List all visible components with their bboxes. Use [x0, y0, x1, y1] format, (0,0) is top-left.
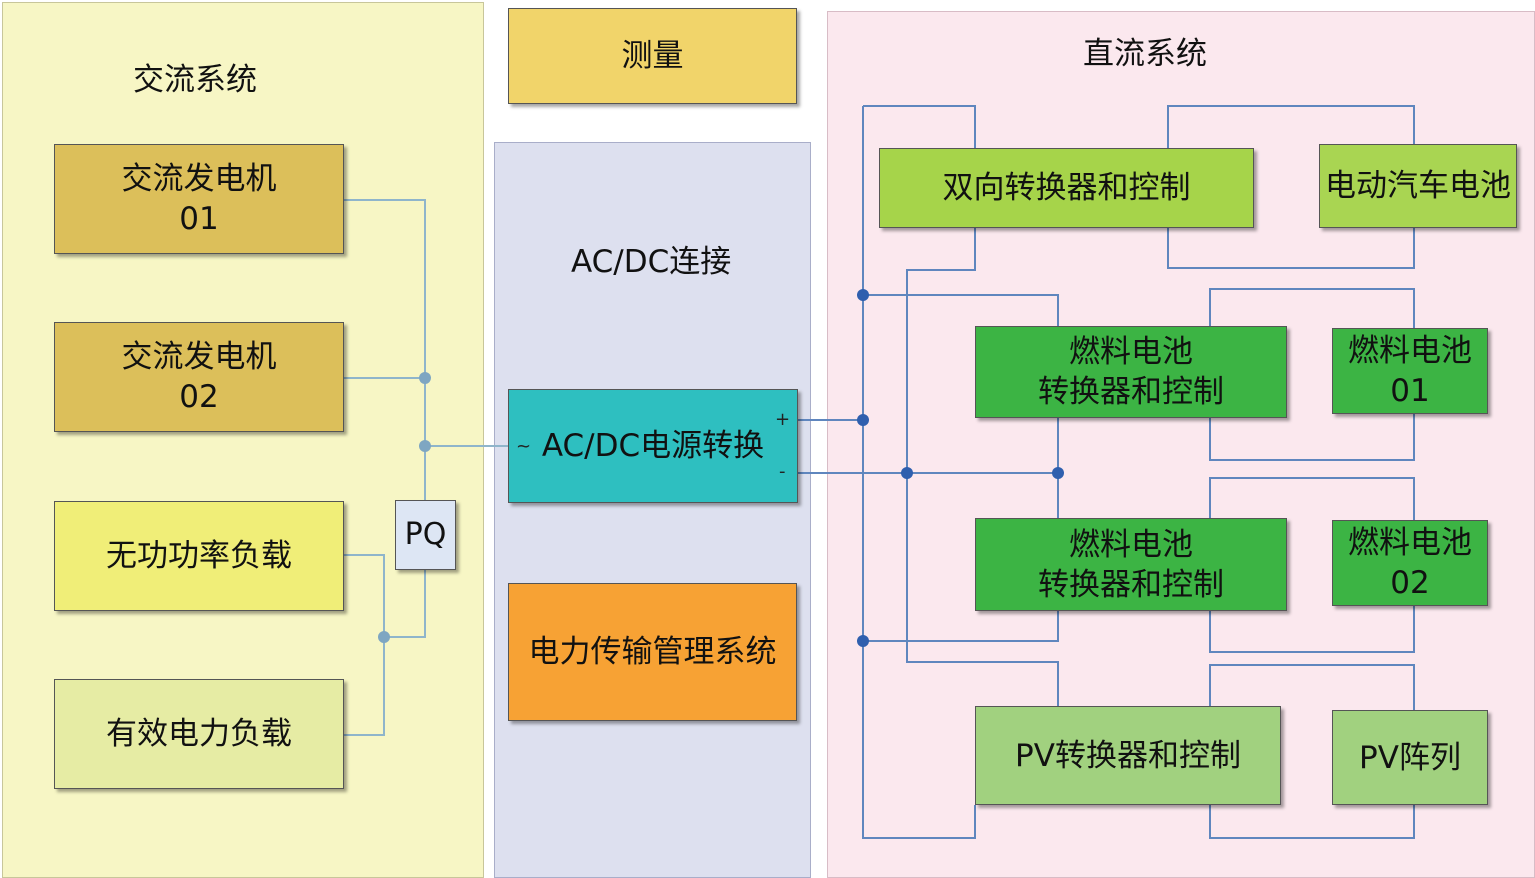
- dc-junctions: [857, 289, 1064, 647]
- bidirectional-converter-label: 双向转换器和控制: [942, 170, 1191, 206]
- active-load-box: 有效电力负载: [54, 679, 344, 789]
- dc-junction: [857, 635, 869, 647]
- fuel-cell-converter-2-box: 燃料电池 转换器和控制: [975, 518, 1287, 611]
- power-management-box: 电力传输管理系统: [508, 583, 797, 721]
- dc-wires: [798, 105, 1415, 839]
- fuel-cell-converter-1-box: 燃料电池 转换器和控制: [975, 326, 1287, 418]
- dc-junction: [901, 467, 913, 479]
- fuel-cell-01-name: 燃料电池: [1348, 333, 1472, 369]
- ac-generator-02: 交流发电机 02: [54, 322, 344, 432]
- ac-system-title: 交流系统: [133, 62, 257, 98]
- ac-terminal-label: ~: [516, 436, 532, 457]
- dc-system-title: 直流系统: [1083, 36, 1207, 72]
- ac-junction: [419, 440, 431, 452]
- plus-terminal-label: +: [775, 409, 791, 430]
- power-management-label: 电力传输管理系统: [528, 634, 777, 670]
- fuel-cell-01-id: 01: [1390, 373, 1430, 409]
- fuel-cell-converter-1-line2: 转换器和控制: [1038, 374, 1224, 410]
- ac-generator-02-id: 02: [179, 379, 219, 415]
- ac-generator-01-id: 01: [179, 201, 219, 237]
- minus-terminal-label: -: [779, 461, 786, 482]
- measurement-box: 测量: [508, 8, 797, 104]
- fuel-cell-converter-2-line2: 转换器和控制: [1038, 566, 1224, 603]
- acdc-converter-label: AC/DC电源转换: [541, 428, 765, 464]
- active-load-label: 有效电力负载: [106, 716, 292, 752]
- ev-battery-box: 电动汽车电池: [1319, 144, 1517, 228]
- ac-junction: [378, 631, 390, 643]
- ac-generator-01: 交流发电机 01: [54, 144, 344, 254]
- acdc-connection-title: AC/DC连接: [571, 244, 732, 280]
- ac-generator-02-name: 交流发电机: [121, 339, 277, 375]
- measurement-label: 测量: [621, 38, 684, 74]
- dc-junction: [1052, 467, 1064, 479]
- dc-junction: [857, 414, 869, 426]
- ac-junction: [419, 372, 431, 384]
- pv-array-box: PV阵列: [1332, 710, 1488, 805]
- ac-junctions: [378, 372, 431, 643]
- pv-converter-label: PV转换器和控制: [1015, 737, 1241, 774]
- fuel-cell-02-box: 燃料电池 02: [1332, 520, 1488, 606]
- acdc-connection-panel: [494, 142, 811, 878]
- ev-battery-label: 电动汽车电池: [1325, 168, 1511, 204]
- reactive-load-box: 无功功率负载: [54, 501, 344, 611]
- fuel-cell-02-name: 燃料电池: [1348, 525, 1472, 561]
- dc-junction: [857, 289, 869, 301]
- ac-wires: [344, 199, 508, 736]
- pv-array-label: PV阵列: [1359, 739, 1461, 776]
- fuel-cell-01-box: 燃料电池 01: [1332, 328, 1488, 414]
- fuel-cell-02-id: 02: [1390, 565, 1430, 601]
- ac-generator-01-name: 交流发电机: [121, 161, 277, 197]
- pq-meter: PQ: [395, 500, 456, 570]
- reactive-load-label: 无功功率负载: [106, 538, 292, 574]
- pv-converter-box: PV转换器和控制: [975, 706, 1281, 805]
- fuel-cell-converter-2-line1: 燃料电池: [1069, 526, 1193, 563]
- acdc-converter-box: AC/DC电源转换: [508, 389, 798, 503]
- bidirectional-converter-box: 双向转换器和控制: [879, 148, 1254, 228]
- fuel-cell-converter-1-line1: 燃料电池: [1069, 334, 1193, 370]
- pq-label: PQ: [404, 517, 447, 552]
